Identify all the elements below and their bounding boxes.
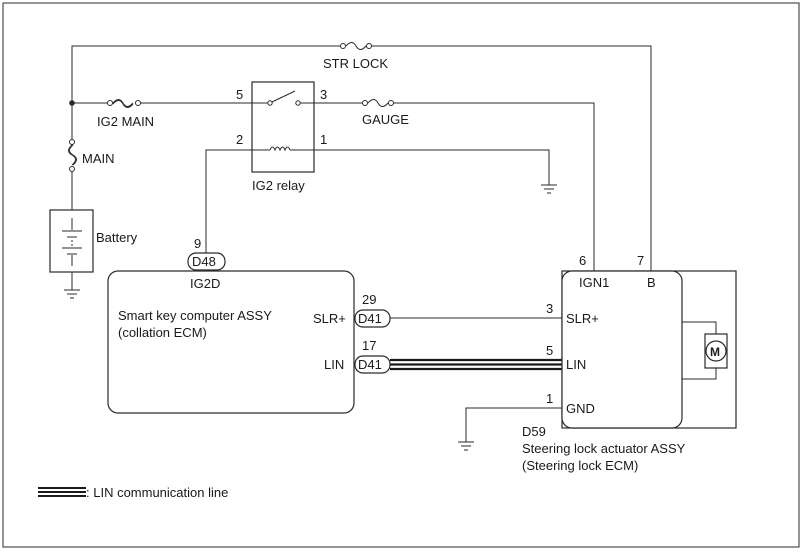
smart-key-title: Smart key computer ASSY <box>118 308 272 323</box>
steering-gnd-circuit <box>458 407 562 451</box>
lin-communication-line <box>390 358 562 371</box>
legend-lin-line-swatch <box>38 487 86 497</box>
steering-lock-connector: D59 <box>522 424 546 439</box>
main-battery-circuit: MAIN Battery <box>49 103 138 299</box>
relay-coil-icon <box>269 146 291 152</box>
ig2d-signal-label: IG2D <box>190 276 220 291</box>
gauge-fuse-icon <box>367 99 389 107</box>
gnd-pin-1: 1 <box>546 391 553 406</box>
b-label: B <box>647 275 656 290</box>
slr-signal-label: SLR+ <box>313 311 346 326</box>
relay-switch-icon <box>271 90 296 103</box>
smart-key-subtitle: (collation ECM) <box>118 325 207 340</box>
lin-pin-5: 5 <box>546 343 553 358</box>
str-lock-circuit: STR LOCK <box>71 42 652 271</box>
legend-text: : LIN communication line <box>86 485 228 500</box>
str-lock-fuse-icon <box>345 42 367 50</box>
gnd-label: GND <box>566 401 595 416</box>
legend: : LIN communication line <box>38 485 228 500</box>
relay-pin-1: 1 <box>320 132 327 147</box>
relay-pin-3: 3 <box>320 87 327 102</box>
gauge-circuit: GAUGE <box>314 99 595 271</box>
lin-label: LIN <box>566 357 586 372</box>
ign1-label: IGN1 <box>579 275 609 290</box>
lin-signal-label: LIN <box>324 357 344 372</box>
ig2-main-fuse-icon <box>112 99 134 107</box>
main-fuse-label: MAIN <box>82 151 115 166</box>
ig2d-wire <box>205 149 252 253</box>
slr-pin-number: 29 <box>362 292 376 307</box>
connector-d48-code: D48 <box>192 254 216 269</box>
ig2d-pin-number: 9 <box>194 236 201 251</box>
ig2-main-fuse-label: IG2 MAIN <box>97 114 154 129</box>
ig2-main-circuit: IG2 MAIN <box>69 99 252 129</box>
steering-ground-icon <box>458 441 474 451</box>
slr-pin-3: 3 <box>546 301 553 316</box>
battery-icon <box>62 218 82 266</box>
smart-key-computer: Smart key computer ASSY (collation ECM) … <box>107 236 391 414</box>
slr-label: SLR+ <box>566 311 599 326</box>
motor-symbol: M <box>710 345 720 359</box>
str-lock-fuse-label: STR LOCK <box>323 56 388 71</box>
gauge-fuse-label: GAUGE <box>362 112 409 127</box>
battery-ground-icon <box>64 289 80 299</box>
b-pin-number: 7 <box>637 253 644 268</box>
relay-pin-2: 2 <box>236 132 243 147</box>
steering-lock-ecm-box <box>561 270 683 429</box>
ig2-relay: 5 3 2 1 IG2 relay <box>236 81 327 193</box>
ig2-relay-box <box>251 81 315 173</box>
relay-ground-icon <box>541 184 557 194</box>
steering-lock-title: Steering lock actuator ASSY <box>522 441 686 456</box>
relay-pin-5: 5 <box>236 87 243 102</box>
connector-d41-lin-code: D41 <box>358 357 382 372</box>
steering-lock-actuator: 6 7 IGN1 B 3 SLR+ 5 LIN 1 GND M D59 Stee… <box>522 253 737 473</box>
connector-d48 <box>187 252 226 271</box>
relay-ground-circuit <box>314 149 557 194</box>
main-fuse-icon <box>68 144 76 166</box>
lin-pin-number: 17 <box>362 338 376 353</box>
connector-d41-slr-code: D41 <box>358 311 382 326</box>
ig2-relay-label: IG2 relay <box>252 178 305 193</box>
steering-lock-subtitle: (Steering lock ECM) <box>522 458 638 473</box>
smart-key-box <box>107 270 355 414</box>
battery-label: Battery <box>96 230 138 245</box>
ign1-pin-number: 6 <box>579 253 586 268</box>
motor-icon <box>705 340 727 362</box>
